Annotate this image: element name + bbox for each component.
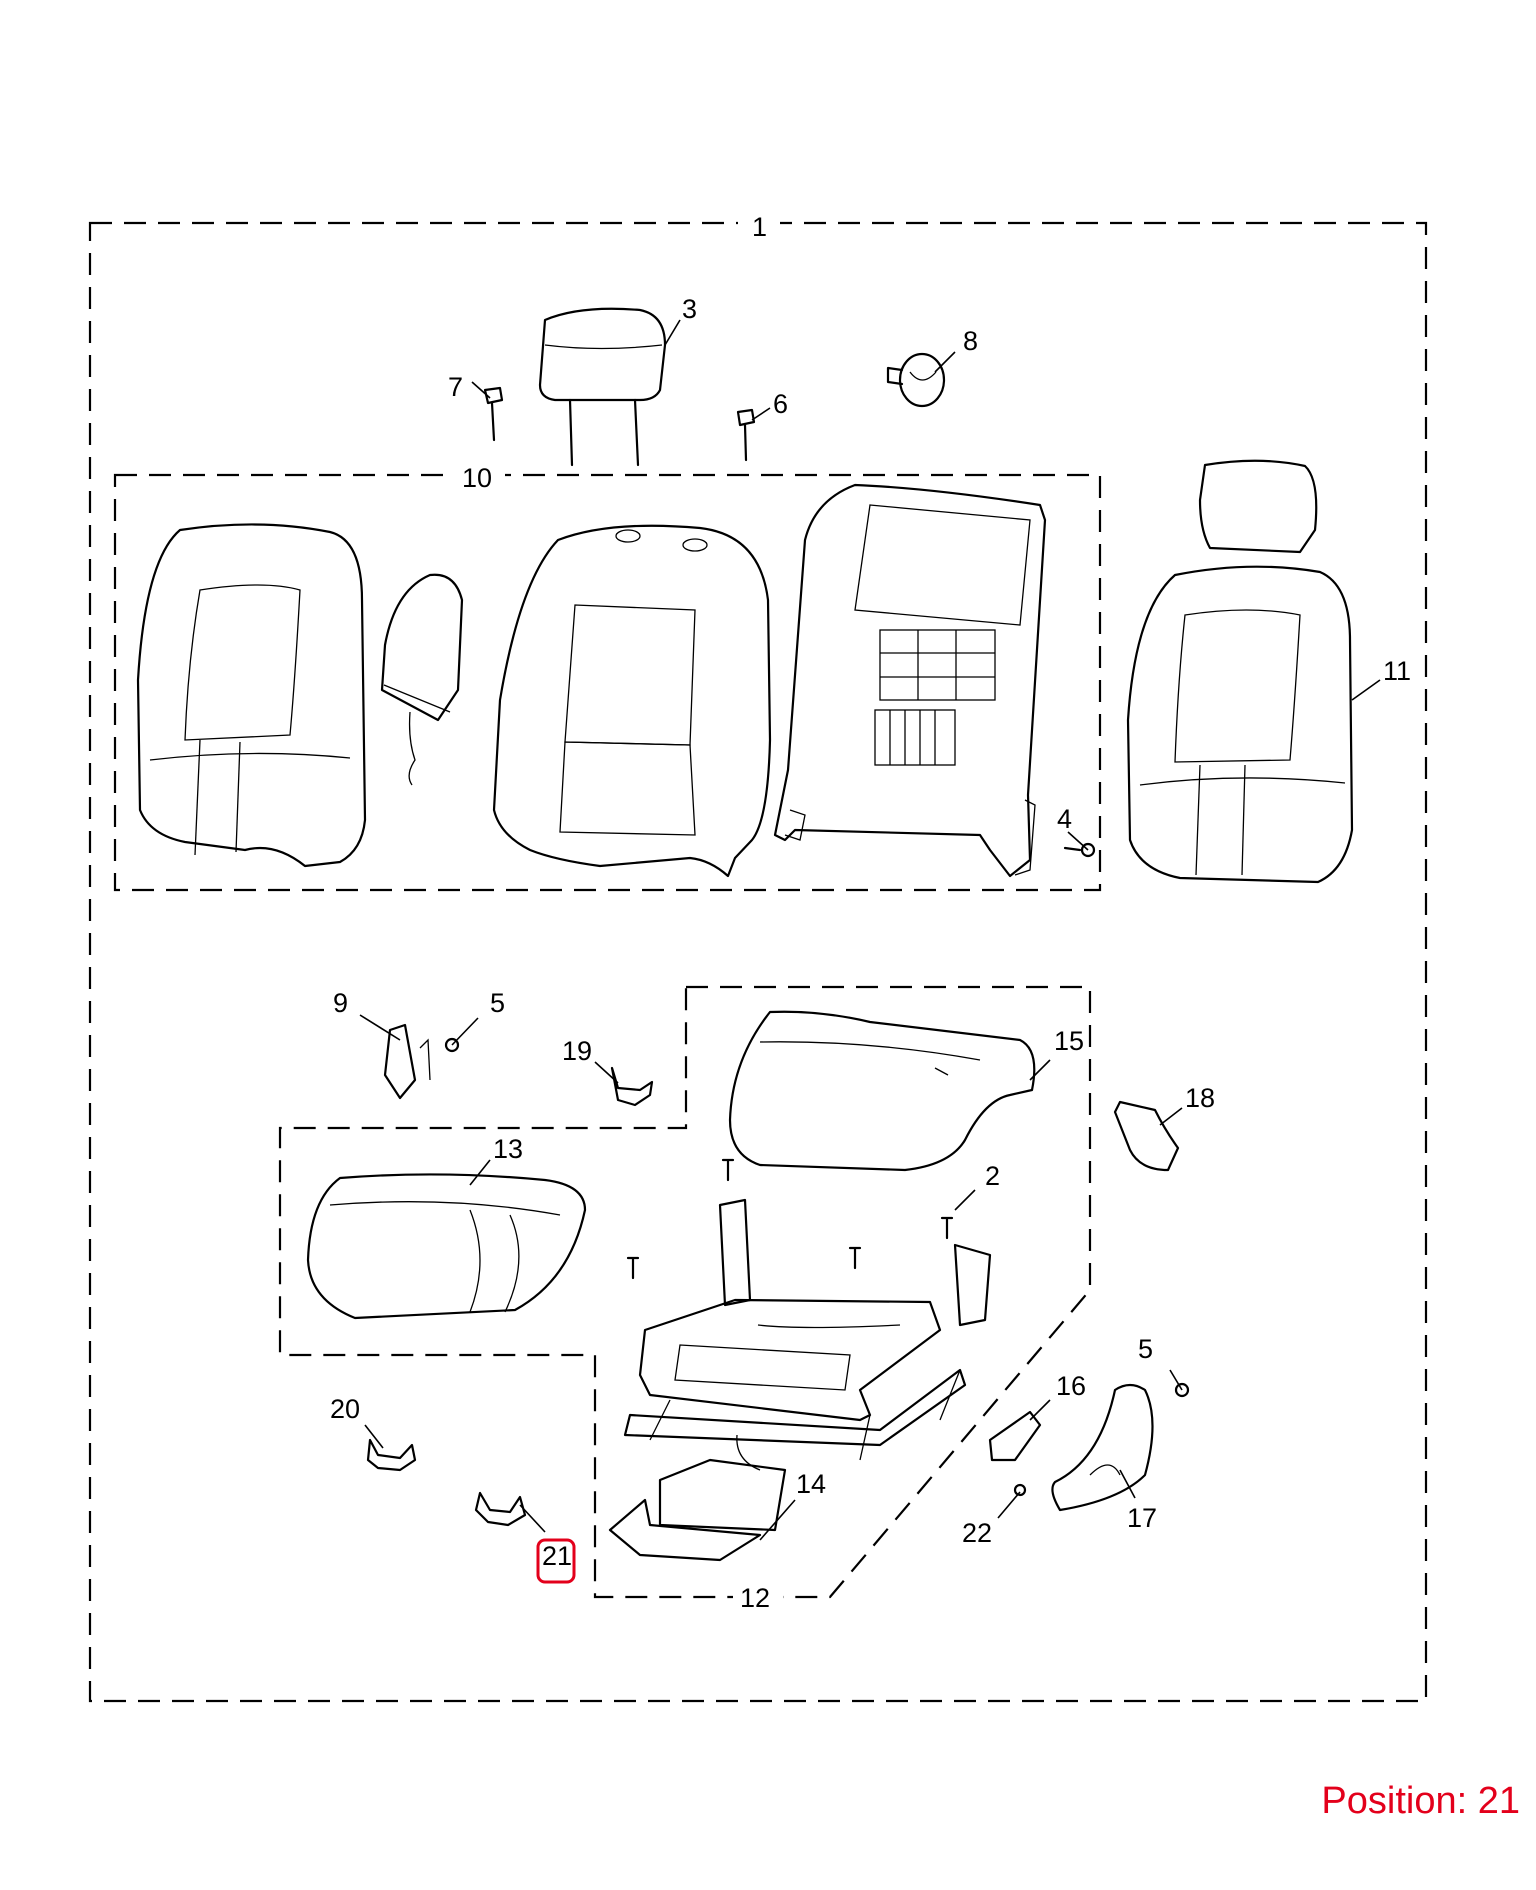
callout-11[interactable]: 11 bbox=[1383, 656, 1411, 686]
clip-part-20[interactable] bbox=[366, 1438, 417, 1472]
callout-21[interactable]: 21 bbox=[542, 1541, 572, 1571]
adjuster-knob-part-8[interactable] bbox=[886, 352, 946, 408]
callout-4[interactable]: 4 bbox=[1057, 804, 1072, 834]
headrest-guide-part-7[interactable] bbox=[483, 386, 504, 442]
backrest-frame-part[interactable] bbox=[773, 483, 1047, 878]
callout-13[interactable]: 13 bbox=[493, 1134, 523, 1164]
callout-17[interactable]: 17 bbox=[1127, 1503, 1157, 1533]
clip-part-18[interactable] bbox=[1113, 1100, 1180, 1172]
callout-3[interactable]: 3 bbox=[682, 294, 697, 324]
callout-5-upper[interactable]: 5 bbox=[490, 988, 505, 1018]
backrest-group-10-boundary bbox=[113, 473, 1102, 892]
callout-2[interactable]: 2 bbox=[985, 1161, 1000, 1191]
leader-lines bbox=[359, 319, 1381, 1541]
callout-20[interactable]: 20 bbox=[330, 1394, 360, 1424]
backrest-trim-panel[interactable] bbox=[380, 573, 464, 786]
side-trim-part-17[interactable] bbox=[1051, 1383, 1154, 1512]
cushion-cover-part-13[interactable] bbox=[306, 1173, 587, 1320]
callout-19[interactable]: 19 bbox=[562, 1036, 592, 1066]
callout-12[interactable]: 12 bbox=[740, 1583, 770, 1613]
screw-part-5-lower[interactable] bbox=[1174, 1382, 1190, 1398]
screw-part-5-upper[interactable] bbox=[444, 1037, 460, 1053]
callout-22[interactable]: 22 bbox=[962, 1518, 992, 1548]
trim-bracket-part-9[interactable] bbox=[383, 1023, 431, 1100]
callout-18[interactable]: 18 bbox=[1185, 1083, 1215, 1113]
callout-6[interactable]: 6 bbox=[773, 389, 788, 419]
cushion-foam-part-15[interactable] bbox=[728, 1010, 1036, 1172]
position-readout: Position: 21 bbox=[1321, 1780, 1520, 1822]
switch-module-part-16[interactable] bbox=[988, 1410, 1042, 1462]
assembly-1-boundary bbox=[88, 221, 1428, 1703]
callout-16[interactable]: 16 bbox=[1056, 1371, 1086, 1401]
bolt-part-4[interactable] bbox=[1063, 842, 1096, 858]
callout-1[interactable]: 1 bbox=[752, 212, 767, 242]
callout-21-highlight-box bbox=[536, 1538, 576, 1584]
seat-frame-part[interactable] bbox=[623, 1198, 992, 1461]
backrest-foam-part[interactable] bbox=[492, 524, 772, 878]
callout-14[interactable]: 14 bbox=[796, 1469, 826, 1499]
callout-8[interactable]: 8 bbox=[963, 326, 978, 356]
callout-15[interactable]: 15 bbox=[1054, 1026, 1084, 1056]
callout-10[interactable]: 10 bbox=[462, 463, 492, 493]
clip-part-19[interactable] bbox=[610, 1066, 654, 1107]
headrest-part[interactable] bbox=[538, 307, 667, 467]
headrest-guide-part-6[interactable] bbox=[736, 408, 756, 462]
bolt-part-2[interactable] bbox=[626, 1158, 954, 1280]
clip-part-21[interactable] bbox=[474, 1491, 527, 1527]
heating-mat-part-14[interactable] bbox=[608, 1434, 787, 1562]
callout-labels: 1 2 3 4 5 5 6 7 8 9 10 11 12 13 14 15 16… bbox=[330, 208, 1411, 1614]
callout-5-lower[interactable]: 5 bbox=[1138, 1334, 1153, 1364]
backrest-cover-part[interactable] bbox=[136, 523, 367, 868]
callout-9[interactable]: 9 bbox=[333, 988, 348, 1018]
screw-part-22[interactable] bbox=[1013, 1483, 1027, 1497]
cushion-group-12-boundary bbox=[278, 985, 1092, 1599]
callout-7[interactable]: 7 bbox=[448, 372, 463, 402]
complete-backrest-part-11[interactable] bbox=[1126, 459, 1354, 884]
